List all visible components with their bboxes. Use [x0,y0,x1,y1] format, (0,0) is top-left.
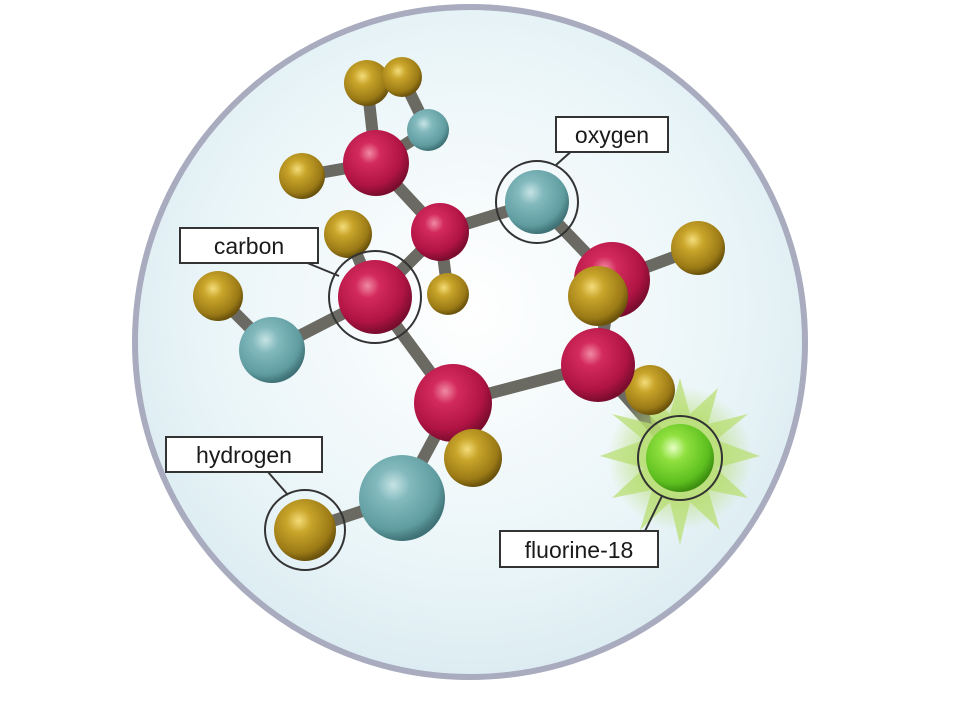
hydrogen-atom [568,266,628,326]
hydrogen-atom [324,210,372,258]
hydrogen-atom [279,153,325,199]
carbon-atom [414,364,492,442]
carbon-atom [561,328,635,402]
label-oxygen: oxygen [575,122,649,148]
callout-oxygen: oxygen [495,116,669,244]
hydrogen-atom [444,429,502,487]
callout-hydrogen: hydrogen [165,436,346,571]
label-hydrogen: hydrogen [196,442,292,468]
callout-carbon: carbon [179,227,422,344]
carbon-atom [411,203,469,261]
oxygen-atom [239,317,305,383]
background-disc [132,4,808,680]
hydrogen-atom [193,271,243,321]
carbon-atom [343,130,409,196]
hydrogen-atom [344,60,390,106]
hydrogen-atom [625,365,675,415]
oxygen-atom [505,170,569,234]
label-fluorine-18: fluorine-18 [525,537,634,563]
hydrogen-atom [671,221,725,275]
hydrogen-atom [274,499,336,561]
hydrogen-atom [427,273,469,315]
atoms [193,57,725,561]
oxygen-atom [359,455,445,541]
oxygen-atom [407,109,449,151]
carbon-atom [338,260,412,334]
fluorine-18-atom [646,424,714,492]
callout-fluorine-18: fluorine-18 [499,415,723,568]
label-carbon: carbon [214,233,284,259]
hydrogen-atom [382,57,422,97]
